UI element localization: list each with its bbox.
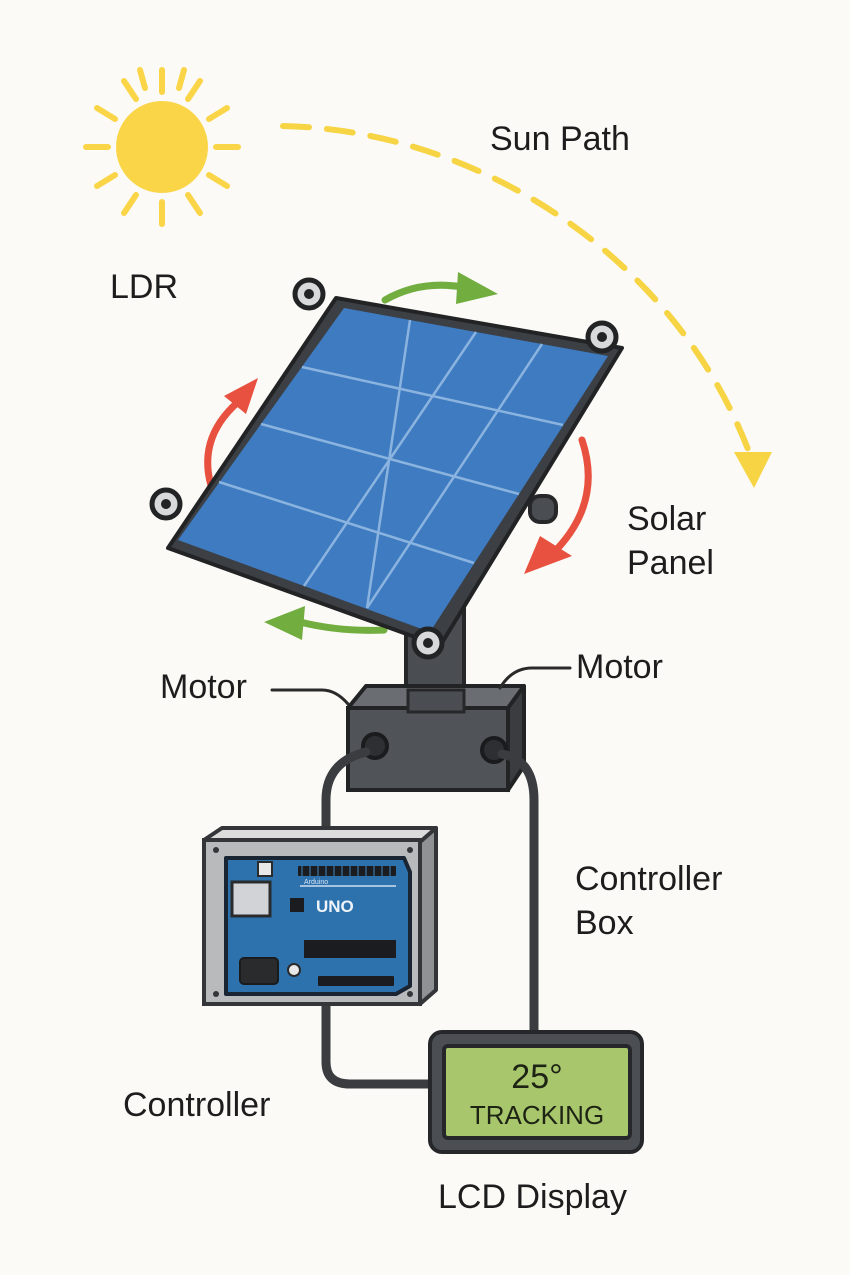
tilt-arrow-left — [204, 378, 258, 496]
pan-arrow-bottom — [264, 606, 388, 640]
cable-left-motor — [321, 747, 371, 837]
label-sun-path: Sun Path — [490, 120, 630, 158]
arduino-board: Arduino UNO — [224, 856, 412, 996]
lcd-line-2: TRACKING — [470, 1100, 604, 1130]
ldr-sensor-bottom-left — [149, 487, 183, 521]
usb-port — [230, 880, 272, 918]
label-lcd-display: LCD Display — [438, 1178, 627, 1216]
label-ldr: LDR — [110, 268, 179, 306]
cable-controller-lcd — [321, 997, 437, 1089]
sun-path-arrowhead — [734, 452, 772, 488]
cable-right-motor — [497, 749, 539, 1037]
ldr-sensor-top-right — [585, 320, 619, 354]
label-motor-right: Motor — [576, 648, 663, 686]
tilt-arrow-right — [524, 436, 592, 574]
lcd-display: 25° TRACKING — [428, 1030, 644, 1154]
board-brand: Arduino — [304, 879, 328, 886]
lcd-line-1: 25° — [511, 1058, 562, 1096]
ldr-sensor-bottom-right — [411, 626, 445, 660]
label-motor-left: Motor — [160, 668, 247, 706]
label-controller: Controller — [123, 1086, 271, 1124]
label-controller-box-line1: Controller — [575, 860, 723, 898]
chip — [304, 940, 396, 958]
leader-motor-left — [270, 688, 350, 706]
label-controller-box-line2: Box — [575, 904, 634, 942]
solar-panel — [149, 277, 624, 660]
header-pins-bottom — [318, 976, 394, 986]
header-pins-top — [298, 866, 396, 876]
power-jack — [239, 957, 279, 985]
pan-arrow-top — [381, 272, 498, 304]
sun-icon — [83, 67, 241, 227]
label-solar-panel-line2: Panel — [627, 544, 714, 582]
label-solar-panel-line1: Solar — [627, 500, 707, 538]
motor-base — [346, 684, 526, 792]
leader-motor-right — [498, 666, 572, 690]
ldr-sensor-top-left — [292, 277, 326, 311]
board-model: UNO — [316, 897, 354, 916]
